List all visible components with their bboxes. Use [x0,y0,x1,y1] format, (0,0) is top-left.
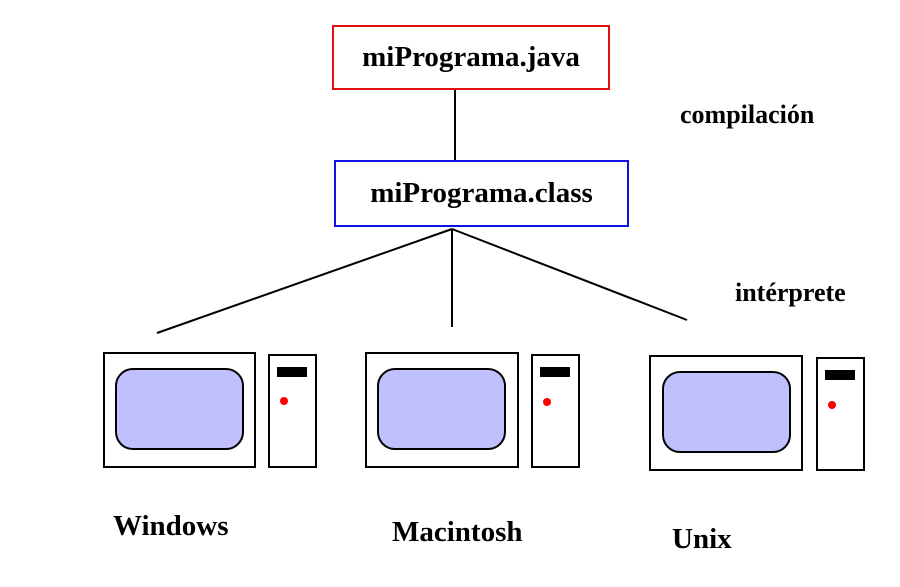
power-led [280,397,288,405]
source-file-label: miPrograma.java [362,41,580,73]
platform-label-macintosh: Macintosh [392,516,523,548]
connector-unix [451,228,688,321]
interpreter-step-label: intérprete [735,278,846,307]
drive-slot [540,367,570,377]
connector-windows [156,228,453,334]
platform-label-unix: Unix [672,523,732,555]
bytecode-file-label: miPrograma.class [370,177,593,209]
bytecode-file-box: miPrograma.class [334,160,629,227]
computer-unix [649,355,865,471]
power-led [543,398,551,406]
platform-label-windows: Windows [113,510,229,542]
computer-windows [103,352,317,468]
compile-step-label: compilación [680,100,815,129]
drive-slot [825,370,855,380]
screen [115,368,244,450]
power-led [828,401,836,409]
screen [662,371,791,453]
source-file-box: miPrograma.java [332,25,610,90]
screen [377,368,506,450]
computer-macintosh [365,352,580,468]
drive-slot [277,367,307,377]
